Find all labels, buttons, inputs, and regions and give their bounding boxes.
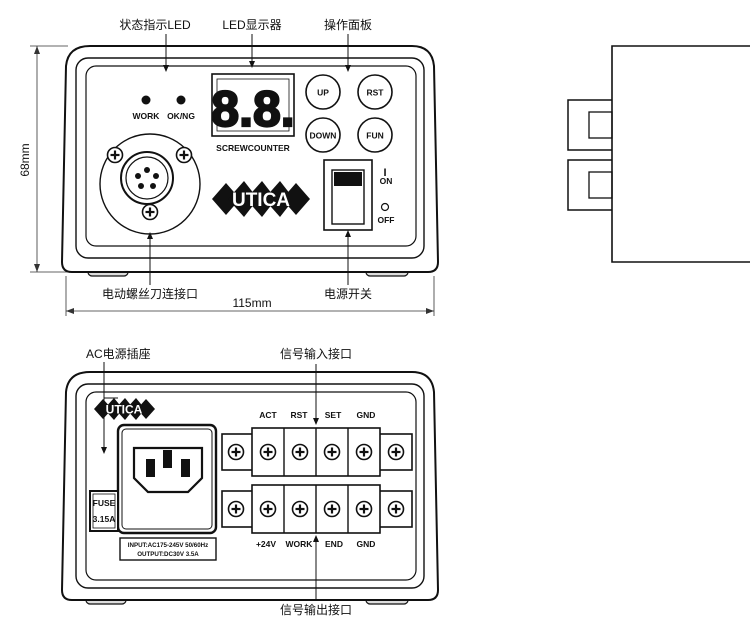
width-label: 115mm <box>232 296 271 310</box>
fun-button[interactable]: FUN <box>357 117 393 153</box>
power-switch-label: 电源开关 <box>324 287 372 301</box>
mount-screw <box>175 146 193 164</box>
terminal-screw-gnd[interactable] <box>355 500 373 518</box>
fuse-holder[interactable] <box>89 490 119 532</box>
height-dimension: 68mm <box>18 45 68 273</box>
rst-button-label: RST <box>367 88 385 98</box>
work-led-label: WORK <box>133 111 161 121</box>
terminal-screw-act[interactable] <box>259 443 277 461</box>
led-digits: 8.8. <box>211 81 294 137</box>
width-dimension: 115mm <box>65 276 435 316</box>
rating-plate <box>119 537 217 561</box>
terminal-screw-work[interactable] <box>291 500 309 518</box>
switch-off-label: OFF <box>378 215 395 225</box>
utica-logo-back: UTICA <box>94 398 155 420</box>
terminal-mount-screw <box>227 500 245 518</box>
height-label: 68mm <box>18 143 32 176</box>
signal-output-label: 信号输出接口 <box>280 602 352 617</box>
screwcounter-label: SCREWCOUNTER <box>216 143 290 153</box>
terminal-mount-screw <box>227 443 245 461</box>
utica-logo-back-text: UTICA <box>106 403 143 417</box>
term-work: WORK <box>286 539 314 549</box>
switch-on-mark: I <box>383 167 386 179</box>
terminal-screw-24v[interactable] <box>259 500 277 518</box>
term-rst: RST <box>291 410 309 420</box>
term-gnd-top: GND <box>357 410 376 420</box>
okng-led-label: OK/NG <box>167 111 195 121</box>
ac-power-socket[interactable] <box>116 423 218 535</box>
rating-output: OUTPUT:DC30V 3.5A <box>137 551 199 558</box>
terminal-screw-set[interactable] <box>323 443 341 461</box>
utica-logo: UTICA <box>212 181 310 217</box>
rating-input: INPUT:AC175-245V 50/60Hz <box>128 542 208 549</box>
power-switch[interactable] <box>323 159 373 231</box>
term-24v: +24V <box>256 539 276 549</box>
utica-logo-text: UTICA <box>232 190 290 211</box>
fuse-label: FUSE <box>93 498 116 508</box>
ac-socket-label: AC电源插座 <box>86 346 151 361</box>
switch-on-label: ON <box>380 176 393 186</box>
fuse-rating: 3.15A <box>93 514 116 524</box>
mount-screw <box>106 146 124 164</box>
up-button[interactable]: UP <box>305 74 341 110</box>
terminal-mount-screw <box>387 500 405 518</box>
led-display-label: LED显示器 <box>222 18 281 32</box>
operation-panel-label: 操作面板 <box>324 17 372 32</box>
term-set: SET <box>325 410 342 420</box>
down-button[interactable]: DOWN <box>305 117 341 153</box>
terminal-screw-end[interactable] <box>323 500 341 518</box>
back-view: UTICA AC电源插座 FUSE 3.15A INPUT:AC175-245V… <box>60 346 440 617</box>
term-act: ACT <box>259 410 277 420</box>
switch-off-mark <box>380 202 390 212</box>
signal-input-label: 信号输入接口 <box>280 346 352 361</box>
down-button-label: DOWN <box>310 131 337 141</box>
front-view: 68mm 状态指示LED LED显示器 操作面板 WORK OK/NG 8.8.… <box>18 17 440 316</box>
screwdriver-connector[interactable] <box>99 133 201 235</box>
connector-label: 电动螺丝刀连接口 <box>102 286 198 301</box>
fun-button-label: FUN <box>366 131 383 141</box>
up-button-label: UP <box>317 88 329 98</box>
term-gnd-bottom: GND <box>357 539 376 549</box>
signal-input-terminal-block[interactable] <box>221 427 413 477</box>
okng-led <box>176 95 186 105</box>
side-view <box>567 45 750 263</box>
terminal-screw-gnd[interactable] <box>355 443 373 461</box>
status-led-label: 状态指示LED <box>119 17 191 32</box>
rst-button[interactable]: RST <box>357 74 393 110</box>
work-led <box>141 95 151 105</box>
term-end: END <box>325 539 343 549</box>
mount-screw <box>141 203 159 221</box>
terminal-screw-rst[interactable] <box>291 443 309 461</box>
signal-output-terminal-block[interactable] <box>221 484 413 534</box>
terminal-mount-screw <box>387 443 405 461</box>
